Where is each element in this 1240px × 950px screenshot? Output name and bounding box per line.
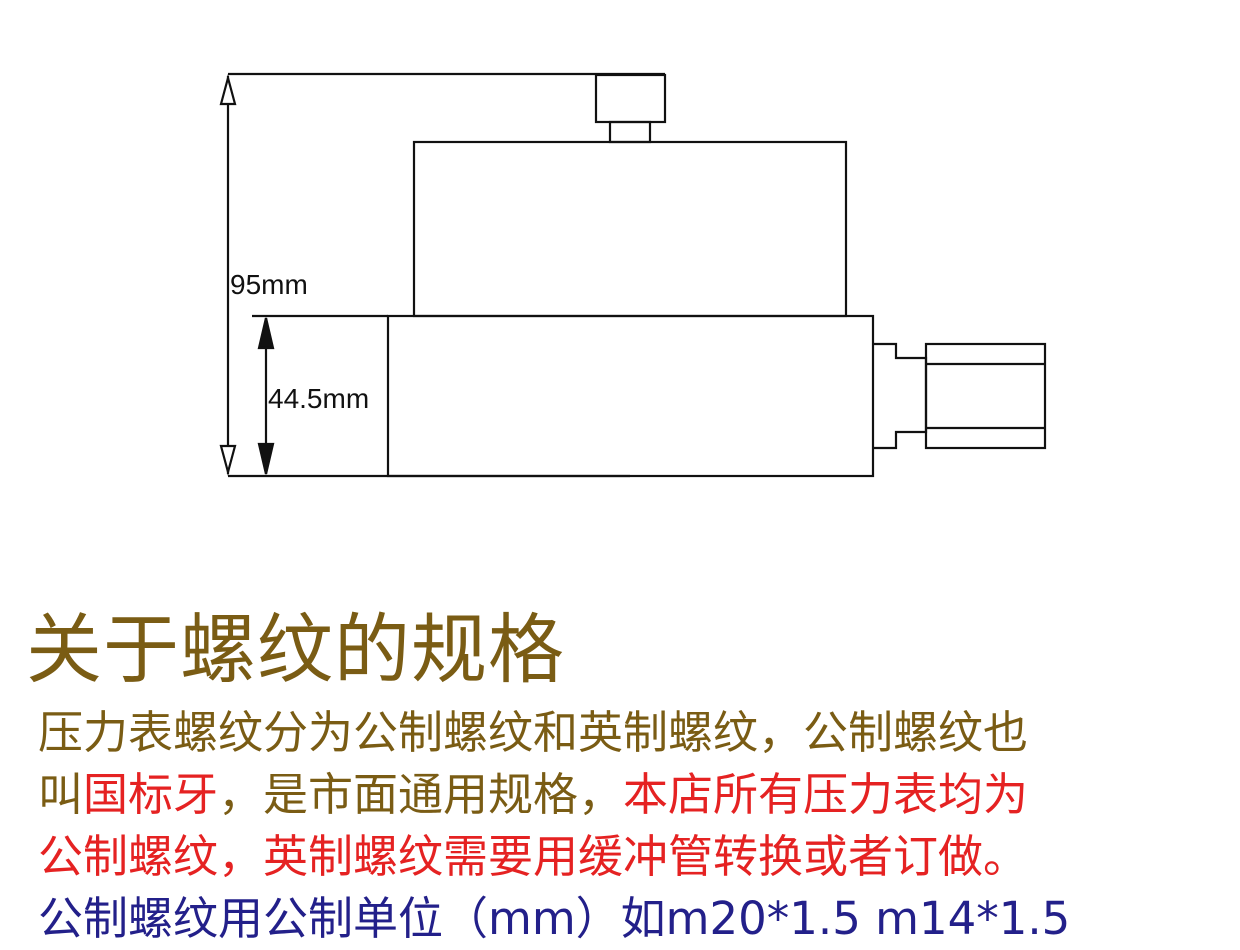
paragraph-segment: ，是市面通用规格， (218, 768, 624, 821)
total-height-label: 95mm (230, 269, 308, 300)
main-body (386, 314, 875, 478)
paragraph-line: 公制螺纹用公制单位（mm）如m20*1.5 m14*1.5 (38, 888, 1070, 950)
paragraph-segment: 叫 (38, 768, 84, 821)
upper-housing (412, 140, 848, 318)
body-height-label: 44.5mm (268, 383, 369, 414)
body-height-arrow-top (257, 317, 275, 350)
top-cap (594, 73, 667, 124)
top-neck (608, 120, 652, 144)
paragraph-segment: 公制螺纹用公制单位（mm）如m20*1.5 m14*1.5 (38, 892, 1071, 945)
side-connector (924, 342, 1047, 450)
paragraph-segment: 公制螺纹，英制螺纹需要用缓冲管转换或者订做。 (38, 830, 1029, 883)
body-height-arrow-bottom (257, 442, 275, 475)
sensor-dimension-drawing: 95mm 44.5mm (219, 72, 1047, 478)
paragraph-line: 叫国标牙，是市面通用规格，本店所有压力表均为 (38, 764, 1070, 826)
section-heading: 关于螺纹的规格 (26, 605, 565, 694)
paragraph-segment: 国标牙 (83, 768, 219, 821)
thread-spec-paragraph: 压力表螺纹分为公制螺纹和英制螺纹，公制螺纹也叫国标牙，是市面通用规格，本店所有压… (38, 702, 1070, 950)
side-fitting-step (873, 342, 928, 450)
paragraph-segment: 压力表螺纹分为公制螺纹和英制螺纹，公制螺纹也 (38, 706, 1029, 759)
total-height-arrow-bottom (219, 444, 237, 477)
paragraph-line: 公制螺纹，英制螺纹需要用缓冲管转换或者订做。 (38, 826, 1070, 888)
paragraph-line: 压力表螺纹分为公制螺纹和英制螺纹，公制螺纹也 (38, 702, 1070, 764)
total-height-arrow-top (219, 73, 237, 106)
paragraph-segment: 本店所有压力表均为 (623, 768, 1029, 821)
